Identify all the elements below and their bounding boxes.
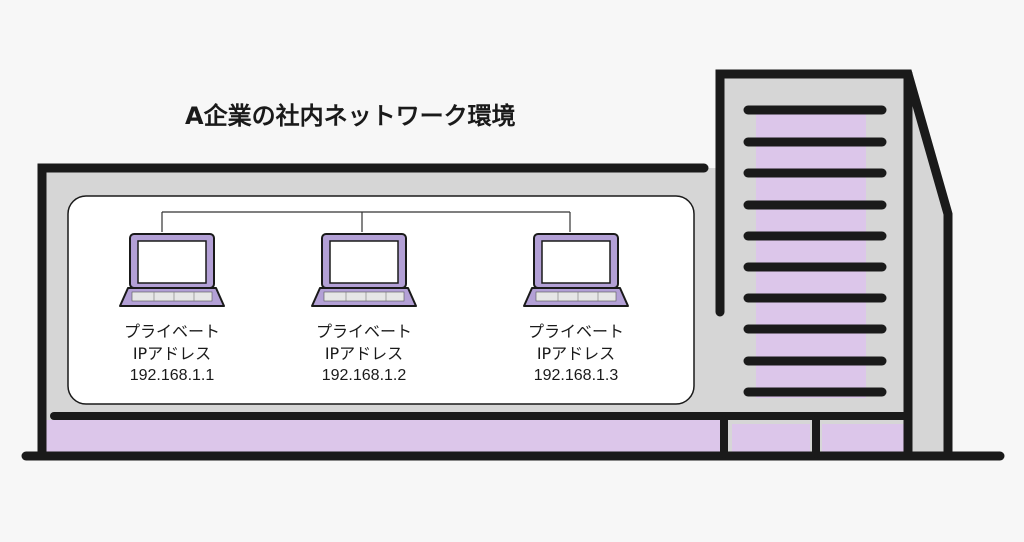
label-private: プライベート (315, 322, 412, 341)
computer-label-1: プライベート IPアドレス 192.168.1.1 (82, 321, 262, 387)
computer-label-2: プライベート IPアドレス 192.168.1.2 (274, 321, 454, 387)
computer-label-3: プライベート IPアドレス 192.168.1.3 (486, 321, 666, 387)
tower-window-column (756, 112, 866, 398)
label-private: プライベート (527, 322, 624, 341)
ip-address-value: 192.168.1.3 (533, 367, 619, 384)
base-strip (44, 420, 720, 454)
network-lines (161, 211, 571, 232)
ip-address-value: 192.168.1.2 (321, 367, 407, 384)
laptop-icon (523, 233, 629, 307)
laptop-icon (119, 233, 225, 307)
label-ip-address: IPアドレス (132, 344, 212, 363)
laptop-icon (311, 233, 417, 307)
tower-base-right (822, 424, 904, 454)
label-ip-address: IPアドレス (324, 344, 404, 363)
building-outline (37, 163, 709, 459)
diagram-title: A企業の社内ネットワーク環境 (185, 102, 516, 130)
tower-base-left (732, 424, 810, 454)
tower-floor-lines (743, 105, 887, 397)
label-ip-address: IPアドレス (536, 344, 616, 363)
label-private: プライベート (123, 322, 220, 341)
ip-address-value: 192.168.1.1 (129, 367, 215, 384)
